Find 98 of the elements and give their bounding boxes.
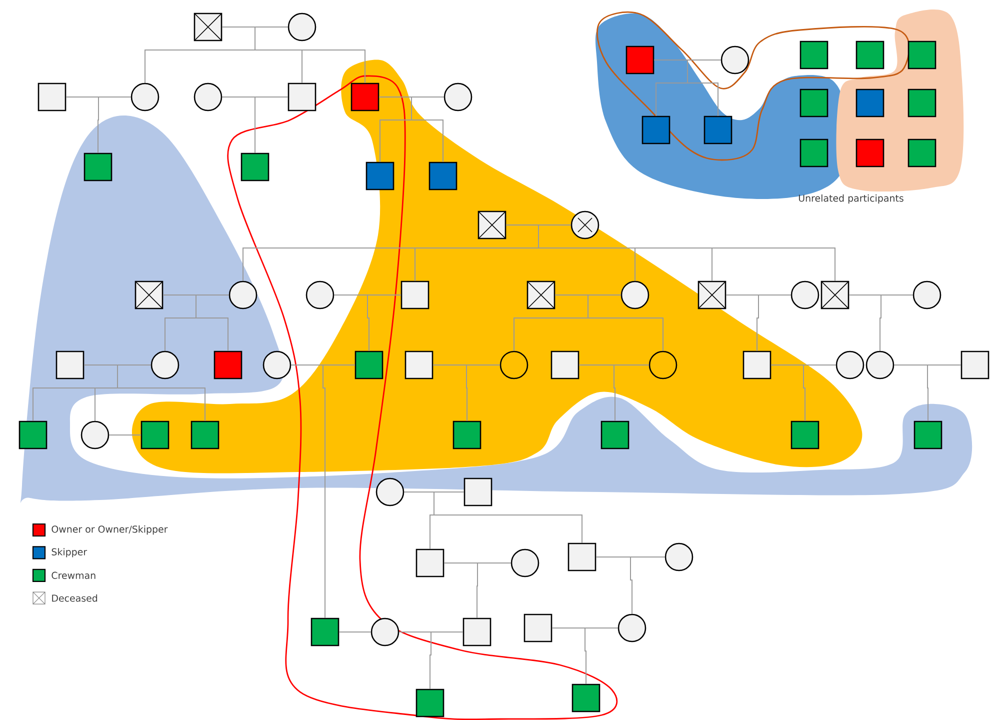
legend-text: Owner or Owner/Skipper: [52, 525, 168, 535]
circle-symbol: [664, 542, 694, 572]
square-symbol: [350, 82, 380, 112]
region-caption: Unrelated participants: [798, 194, 904, 204]
square-symbol: [800, 88, 828, 118]
square-symbol: [18, 420, 48, 450]
pedigree-line: [117, 364, 206, 422]
circle-symbol: [866, 350, 894, 380]
circle-symbol: [510, 548, 540, 578]
square-symbol: [960, 350, 990, 380]
pedigree-line: [687, 60, 722, 116]
square-symbol: [56, 350, 84, 380]
square-symbol: [568, 542, 596, 572]
pedigree-line: [322, 364, 356, 618]
pedigree-line: [803, 364, 836, 422]
legend-text: Deceased: [52, 594, 98, 602]
circle-symbol: [194, 82, 222, 112]
circle-symbol: [228, 280, 258, 310]
square-symbol: [140, 420, 170, 450]
square-symbol: [84, 152, 112, 182]
legend-text: Crewman: [52, 572, 96, 579]
square-symbol: [600, 420, 630, 450]
circle-symbol: [720, 46, 750, 74]
square-symbol: [698, 280, 726, 310]
square-symbol: [354, 350, 384, 380]
circle-symbol: [370, 618, 400, 646]
pedigree-line: [630, 556, 666, 614]
square-symbol: [310, 618, 340, 646]
circle-symbol: [306, 280, 334, 310]
circle-symbol: [618, 614, 646, 642]
legend-text: Skipper: [52, 548, 88, 558]
square-symbol: [38, 82, 66, 112]
square-symbol: [908, 40, 936, 70]
pedigree-line: [254, 96, 288, 154]
square-symbol: [524, 614, 552, 642]
circle-symbol: [620, 280, 650, 310]
pedigree-line: [584, 628, 618, 684]
square-symbol: [240, 152, 270, 182]
circle-symbol: [444, 82, 472, 112]
pedigree-line: [614, 364, 650, 422]
pedigree-line: [367, 294, 402, 352]
pedigree-line: [927, 364, 962, 422]
circle-symbol: [376, 478, 404, 506]
square-symbol: [288, 82, 316, 112]
circle-symbol: [80, 420, 110, 450]
square-symbol: [742, 350, 772, 380]
square-symbol: [908, 88, 936, 118]
square-symbol: [404, 350, 434, 380]
pedigree-line: [756, 294, 792, 352]
circle-symbol: [150, 350, 180, 380]
square-symbol: [214, 350, 242, 380]
square-symbol: [550, 350, 580, 380]
square-symbol: [400, 280, 430, 310]
pedigree-line: [588, 294, 664, 352]
circle-symbol: [790, 280, 820, 310]
circle-symbol: [836, 350, 864, 380]
square-symbol: [800, 40, 828, 70]
square-symbol: [366, 162, 394, 190]
square-symbol: [134, 280, 164, 310]
circle-symbol: [912, 280, 942, 310]
square-symbol: [790, 420, 820, 450]
circle-symbol: [262, 350, 292, 380]
square-symbol: [416, 688, 444, 718]
square-symbol: [908, 138, 936, 168]
square-symbol: [800, 138, 828, 168]
pedigree-line: [254, 26, 366, 84]
pedigree-line: [196, 294, 230, 352]
circle-symbol: [648, 350, 678, 380]
square-symbol: [428, 162, 458, 190]
square-symbol: [626, 46, 654, 74]
pedigree-line: [98, 96, 132, 154]
square-symbol: [416, 548, 444, 578]
pedigree-line: [434, 492, 582, 544]
circle-symbol: [570, 210, 600, 240]
pedigree-line: [466, 364, 500, 422]
square-symbol: [452, 420, 482, 450]
circle-symbol: [130, 82, 160, 112]
square-symbol: [856, 88, 884, 118]
pedigree-line: [880, 294, 914, 352]
square-symbol: [642, 116, 670, 144]
square-symbol: [572, 684, 600, 712]
square-symbol: [914, 420, 942, 450]
square-symbol: [856, 138, 884, 168]
pedigree-line: [108, 434, 142, 436]
pedigree-line: [411, 96, 444, 162]
square-symbol: [190, 420, 220, 450]
square-symbol: [526, 280, 556, 310]
circle-symbol: [500, 350, 528, 380]
pedigree-line: [430, 632, 464, 690]
square-symbol: [194, 12, 222, 42]
square-symbol: [704, 116, 732, 144]
pedigree-line: [476, 562, 512, 618]
square-symbol: [478, 210, 506, 240]
square-symbol: [856, 40, 884, 70]
square-symbol: [820, 280, 850, 310]
circle-symbol: [288, 12, 316, 42]
square-symbol: [464, 478, 492, 506]
square-symbol: [462, 618, 492, 646]
